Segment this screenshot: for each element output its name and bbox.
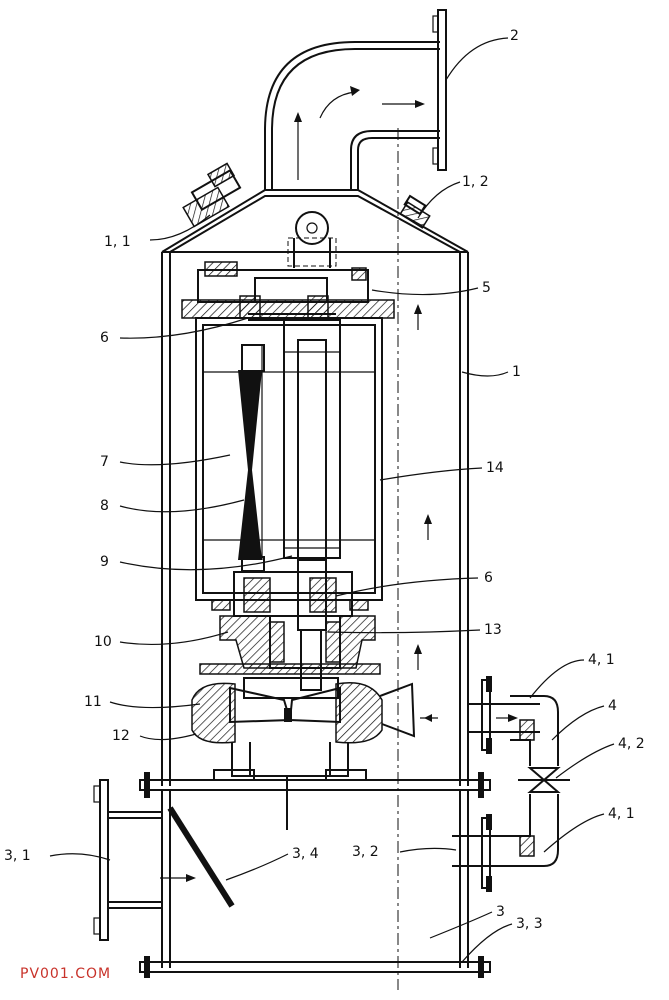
tank-mid-flange (139, 772, 491, 798)
label-7: 7 (100, 454, 109, 470)
lifting-eye (287, 211, 337, 268)
lower-bearing (211, 571, 369, 617)
label-6-bottom: 6 (484, 570, 493, 586)
stator-winding (238, 344, 265, 572)
inlet-pipe (93, 779, 196, 941)
label-6-top: 6 (100, 330, 109, 346)
label-12: 12 (112, 728, 130, 744)
label-4-1-upper: 4, 1 (588, 652, 615, 668)
label-4-2: 4, 2 (618, 736, 645, 752)
label-3-4: 3, 4 (292, 846, 319, 862)
tank-flow-arrows (414, 304, 432, 670)
label-1: 1 (512, 364, 521, 380)
label-2: 2 (510, 28, 519, 44)
label-8: 8 (100, 498, 109, 514)
label-3-2: 3, 2 (352, 844, 379, 860)
valve (518, 767, 570, 793)
part-labels: 2 1, 2 1, 1 5 6 1 7 14 8 9 6 10 13 4, 1 … (4, 28, 645, 932)
side-nozzle-lower (452, 794, 559, 892)
label-3-1: 3, 1 (4, 848, 31, 864)
label-3: 3 (496, 904, 505, 920)
leader-lines (49, 37, 615, 963)
bearing-seat (199, 615, 381, 675)
rotor-shaft (283, 319, 341, 691)
label-11: 11 (84, 694, 102, 710)
outer-tank (161, 189, 469, 786)
check-flap (167, 806, 235, 908)
roof-fitting-1-2 (399, 194, 431, 229)
label-1-1: 1, 1 (104, 234, 131, 250)
label-1-2: 1, 2 (462, 174, 489, 190)
watermark: PV001.COM (20, 966, 111, 982)
label-5: 5 (482, 280, 491, 296)
side-nozzle-upper (468, 676, 559, 766)
label-13: 13 (484, 622, 502, 638)
label-10: 10 (94, 634, 112, 650)
label-4-1-lower: 4, 1 (608, 806, 635, 822)
roof-fitting-1-1 (182, 162, 242, 228)
outlet-elbow-pipe (264, 9, 447, 190)
pump-volute (191, 677, 438, 830)
label-4: 4 (608, 698, 617, 714)
label-14: 14 (486, 460, 504, 476)
motor-housing (181, 261, 395, 601)
label-3-3: 3, 3 (516, 916, 543, 932)
label-9: 9 (100, 554, 109, 570)
lower-tank (139, 790, 491, 978)
